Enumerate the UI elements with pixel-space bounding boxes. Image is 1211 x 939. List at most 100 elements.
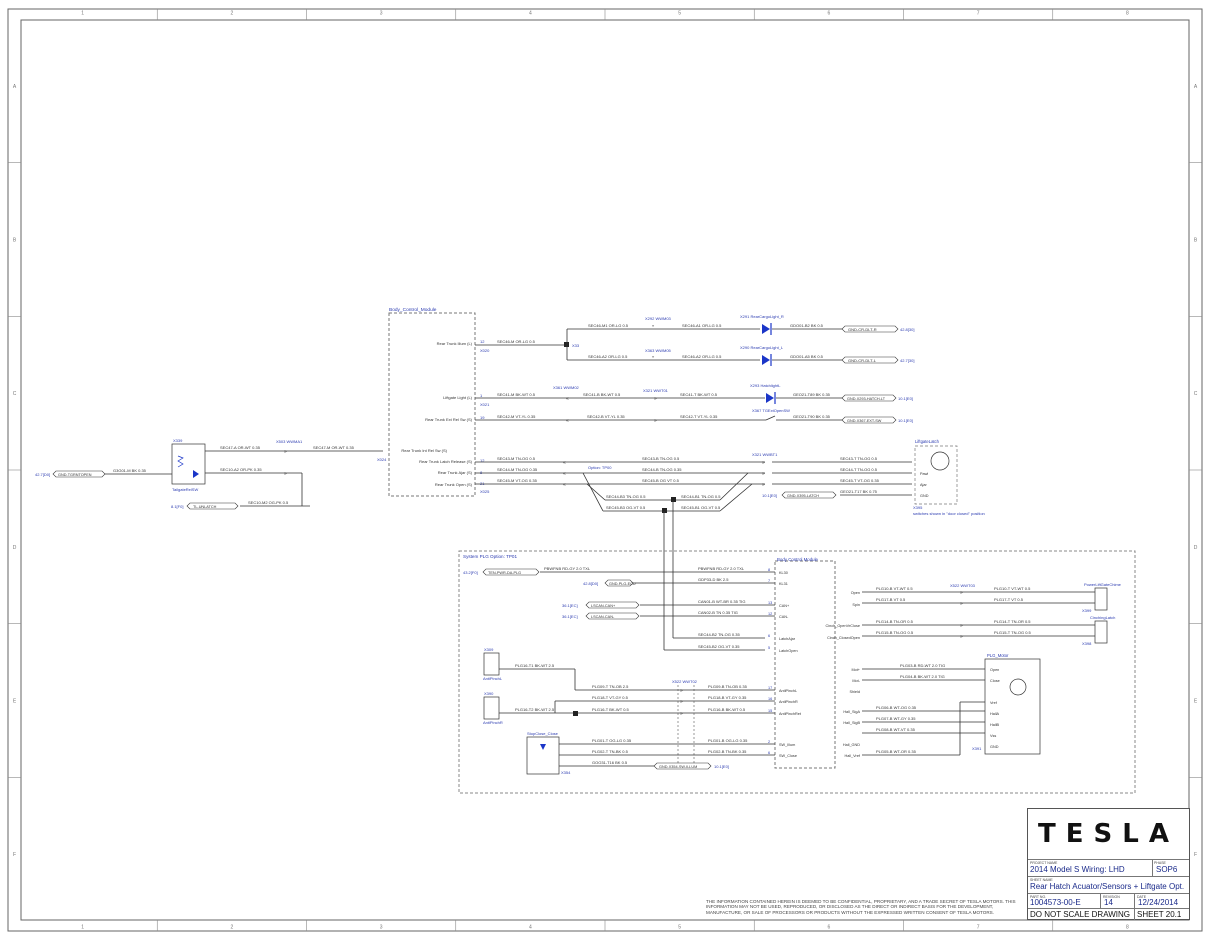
wire-label: SEC44-M TN-OG 0.35 (497, 467, 538, 472)
bcm2-pin-num: 7 (768, 579, 770, 583)
plg-pin-label: Hall_Vref (845, 754, 861, 758)
connector-label: X503 WWMA1 (276, 439, 303, 444)
wire-label: PLG15-T TN-OG 0.5 (994, 630, 1032, 635)
anti-pinch-right-sensor (483, 696, 500, 720)
project-name: 2014 Model S Wiring: LHD (1030, 865, 1125, 874)
plg-pin-label: Spin (852, 603, 860, 607)
wire-label: GOO31-T16 BK 0.5 (592, 760, 628, 765)
latch-motor-icon (930, 451, 950, 471)
svg-text:GND-PLG-ECU: GND-PLG-ECU (609, 582, 636, 586)
plg-pin-label: Hall_SigA (843, 710, 860, 714)
bcm2-pin-num: 2 (768, 740, 770, 744)
wire-label: PLG17-T VT 0.5 (994, 597, 1024, 602)
offpage-ref: GND-TGRNTOPEN 42.7[D0] (35, 470, 106, 478)
offpage-ref: LSCAN-CAN+ 36.1[EC] (562, 601, 640, 609)
connector-label: X292 WWM03 (645, 316, 672, 321)
offpage-ref: LSCAN-CAN- 36.1[EC] (562, 612, 640, 620)
phase-caption: Phase (1154, 861, 1166, 865)
plg-region-title: System PLG Option: TP01 (463, 554, 517, 559)
bcm2-box (774, 560, 836, 769)
led-hatch-light (766, 392, 776, 404)
plg-pin-label: Mot- (852, 679, 860, 683)
stop-close-switch (526, 736, 560, 775)
border-column-label: 3 (380, 11, 383, 17)
bcm2-pin-list: KL308KL317CAN+13CAN-12LatchAjar6LatchOpe… (768, 568, 802, 758)
bcm2-pin-num: 16 (768, 697, 772, 701)
svg-text:TL-UNLATCH: TL-UNLATCH (193, 505, 217, 509)
part-caption: Part No. (1030, 895, 1047, 899)
svg-text:GND-CR-DLT-R: GND-CR-DLT-R (848, 327, 877, 332)
revision: 14 (1104, 898, 1113, 907)
wire-label: PLG09-T TN-OB 2.5 (592, 684, 629, 689)
bcm-title: Body_Control_Module (389, 307, 437, 313)
wire-label: PLG01-T OG-LG 0.35 (592, 738, 632, 743)
date-caption: Date (1137, 895, 1147, 899)
wire-label: PLG09-B TN-OB 0.35 (708, 684, 748, 689)
wire-label: PLG14-B TN-OR 0.5 (876, 619, 914, 624)
power-liftgate-chime (1094, 587, 1108, 611)
motor-icon (1009, 678, 1027, 696)
bcm2-pin-label: CAN- (779, 615, 789, 619)
border-column-label: 8 (1126, 925, 1129, 931)
plg-motor-pin: HallA (990, 712, 1000, 716)
bcm2-pin-num: 13 (768, 601, 772, 605)
wire-label: SEC41-T BK-WT 0.5 (680, 392, 718, 397)
bcm2-pin-label: SW_Close (779, 754, 797, 758)
svg-text:»: » (960, 601, 963, 607)
border-row-label: F (13, 852, 16, 858)
wire-label: PLG01-B OG-LG 0.35 (708, 738, 748, 743)
svg-text:42.8[D0]: 42.8[D0] (583, 581, 598, 586)
border-column-label: 1 (81, 925, 84, 931)
svg-text:GND-X293-HATCH-LT: GND-X293-HATCH-LT (847, 397, 886, 401)
plg-motor-pin: Vss (990, 734, 996, 738)
border-row-label: B (1194, 238, 1198, 244)
splice (662, 508, 667, 513)
svg-text:»: » (680, 711, 683, 717)
svg-text:42.8[30]: 42.8[30] (900, 327, 914, 332)
offpage-ref: GND-X367-EXT-SW 10.1[E0] (841, 416, 913, 424)
svg-text:GND-TGRNTOPEN: GND-TGRNTOPEN (58, 473, 92, 477)
border-row-label: E (1194, 699, 1198, 705)
border-column-label: 6 (827, 925, 830, 931)
connector-label: X025 (480, 489, 490, 494)
component-label: LiftgateLatch (915, 439, 940, 444)
offpage-ref: GND-X395-LATCH 10.1[E0] (762, 491, 837, 499)
component-label: AntiPinchL (483, 676, 503, 681)
connector-label: X522 WWT03 (950, 583, 976, 588)
bcm-pin-num: 21 (480, 481, 485, 486)
wire-label: SEC45-B1 OG-VT 0.5 (681, 505, 721, 510)
wire-label: SEC42-B VT-YL 0.35 (587, 414, 625, 419)
confidentiality-notice: THE INFORMATION CONTAINED HEREIN IS DEEM… (706, 899, 1016, 915)
latch-pin-label: GND (920, 494, 929, 498)
wire-label: SEC43-B TN-OG 0.5 (642, 456, 680, 461)
connector-label: X395 (913, 505, 923, 510)
splice (573, 711, 578, 716)
wire-label: SEC45-B3 OG-VT 0.5 (606, 505, 646, 510)
bcm-pin-num: 8 (480, 470, 483, 475)
wire-label: PLG02-B TN-BK 0.35 (708, 749, 747, 754)
tesla-logo: TESLA (1028, 809, 1189, 860)
wire-label: SEC47-A OR-WT 0.35 (220, 445, 261, 450)
wire-label: SEC42-T VT-YL 0.35 (680, 414, 718, 419)
bcm-pin-num: 12 (480, 339, 485, 344)
border-row-label: E (13, 699, 17, 705)
wire-label: PLG18-T VT-GY 0.5 (592, 695, 629, 700)
splice (564, 342, 569, 347)
plg-option-region (458, 550, 1136, 794)
border-row-label: D (1194, 545, 1198, 551)
border-column-label: 5 (678, 11, 681, 17)
border-row-label: C (1194, 391, 1198, 397)
bcm2-pin-label: CAN+ (779, 604, 790, 608)
revision-caption: Revision (1103, 895, 1120, 899)
connector-label: X339 (173, 438, 183, 443)
wire-label: SEC44-B TN-OG 0.35 (642, 467, 682, 472)
wire-label: SEC46-M OR-LG 0.5 (497, 339, 536, 344)
inner-frame (20, 19, 1190, 921)
svg-text:«: « (566, 396, 569, 402)
bcm-pin-num: 12 (480, 458, 485, 463)
connector-label: X354 (561, 770, 571, 775)
sheet-name: Rear Hatch Acuator/Sensors + Liftgate Op… (1030, 882, 1185, 891)
svg-text:»: » (762, 482, 765, 488)
